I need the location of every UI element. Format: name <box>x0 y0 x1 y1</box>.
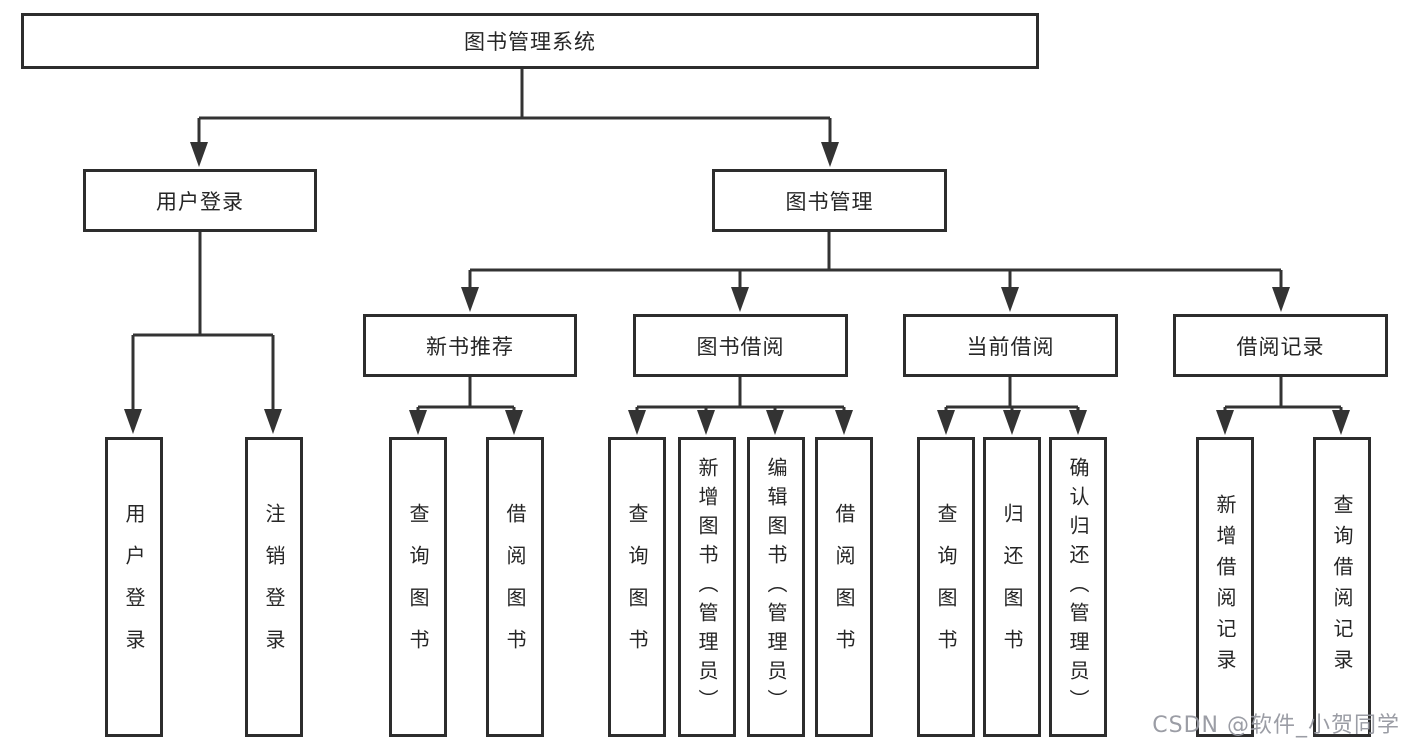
leaf-add-borrow-record-label: 新增借阅记录 <box>1213 494 1237 680</box>
leaf-query-books-recommend-label: 查询图书 <box>406 503 430 671</box>
node-root-label: 图书管理系统 <box>464 30 596 54</box>
leaf-return-books: 归还图书 <box>983 437 1041 737</box>
leaf-confirm-return-admin: 确认归还（管理员） <box>1049 437 1107 737</box>
node-new-book-recommend: 新书推荐 <box>363 314 577 377</box>
leaf-edit-book-admin: 编辑图书（管理员） <box>747 437 805 737</box>
node-book-borrow: 图书借阅 <box>633 314 848 377</box>
leaf-return-books-label: 归还图书 <box>1000 503 1024 671</box>
leaf-query-borrow-record: 查询借阅记录 <box>1313 437 1371 737</box>
node-borrow-records: 借阅记录 <box>1173 314 1388 377</box>
leaf-borrow-books: 借阅图书 <box>815 437 873 737</box>
leaf-user-login: 用户登录 <box>105 437 163 737</box>
leaf-edit-book-admin-label: 编辑图书（管理员） <box>764 456 788 718</box>
leaf-add-book-admin: 新增图书（管理员） <box>678 437 736 737</box>
node-new-book-recommend-label: 新书推荐 <box>426 334 514 359</box>
node-current-borrow-label: 当前借阅 <box>966 334 1055 359</box>
leaf-add-book-admin-label: 新增图书（管理员） <box>695 456 719 718</box>
node-root-system: 图书管理系统 <box>21 13 1039 69</box>
leaf-borrow-books-label: 借阅图书 <box>832 503 856 671</box>
leaf-user-login-label: 用户登录 <box>122 503 146 671</box>
leaf-logout-label: 注销登录 <box>262 503 286 671</box>
node-book-management-label: 图书管理 <box>785 189 874 214</box>
node-user-login-label: 用户登录 <box>156 189 244 214</box>
leaf-add-borrow-record: 新增借阅记录 <box>1196 437 1254 737</box>
node-borrow-records-label: 借阅记录 <box>1236 334 1325 359</box>
node-book-management: 图书管理 <box>712 169 947 232</box>
node-user-login: 用户登录 <box>83 169 317 232</box>
leaf-query-books-borrow: 查询图书 <box>608 437 666 737</box>
csdn-watermark: CSDN @软件_小贺同学 <box>1152 713 1400 738</box>
leaf-query-books-current-label: 查询图书 <box>934 503 958 671</box>
leaf-query-borrow-record-label: 查询借阅记录 <box>1330 494 1354 680</box>
arrowheads <box>124 142 1350 435</box>
node-book-borrow-label: 图书借阅 <box>696 334 785 359</box>
leaf-query-books-recommend: 查询图书 <box>389 437 447 737</box>
node-current-borrow: 当前借阅 <box>903 314 1118 377</box>
leaf-query-books-borrow-label: 查询图书 <box>625 503 649 671</box>
leaf-confirm-return-admin-label: 确认归还（管理员） <box>1066 456 1090 718</box>
leaf-query-books-current: 查询图书 <box>917 437 975 737</box>
leaf-borrow-books-recommend: 借阅图书 <box>486 437 544 737</box>
leaf-borrow-books-recommend-label: 借阅图书 <box>503 503 527 671</box>
leaf-logout: 注销登录 <box>245 437 303 737</box>
